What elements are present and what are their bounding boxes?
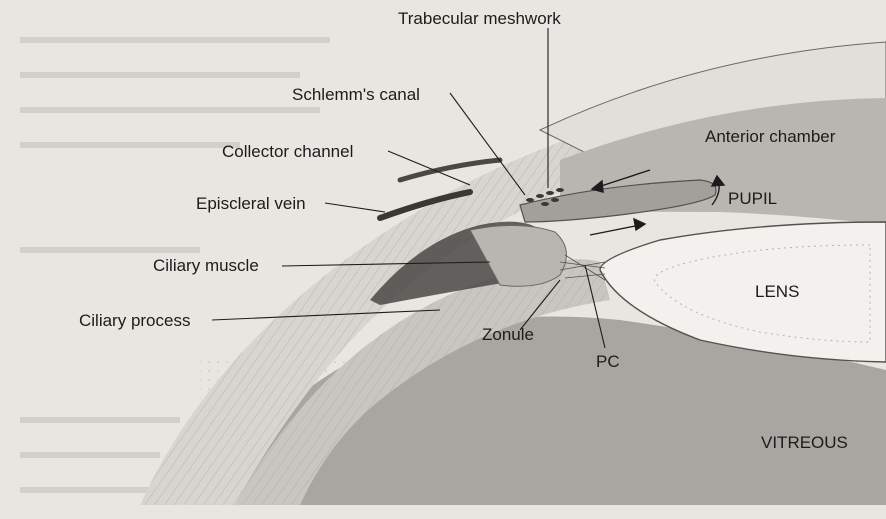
- label-lens: LENS: [755, 282, 799, 301]
- label-collector-channel: Collector channel: [222, 142, 353, 161]
- label-trabecular-meshwork: Trabecular meshwork: [398, 9, 561, 28]
- label-pc: PC: [596, 352, 620, 371]
- label-ciliary-muscle: Ciliary muscle: [153, 256, 259, 275]
- label-pupil: PUPIL: [728, 189, 777, 208]
- label-anterior-chamber: Anterior chamber: [705, 127, 836, 146]
- label-ciliary-process: Ciliary process: [79, 311, 190, 330]
- label-vitreous: VITREOUS: [761, 433, 848, 452]
- label-episcleral-vein: Episcleral vein: [196, 194, 306, 213]
- label-schlemms-canal: Schlemm's canal: [292, 85, 420, 104]
- label-zonule: Zonule: [482, 325, 534, 344]
